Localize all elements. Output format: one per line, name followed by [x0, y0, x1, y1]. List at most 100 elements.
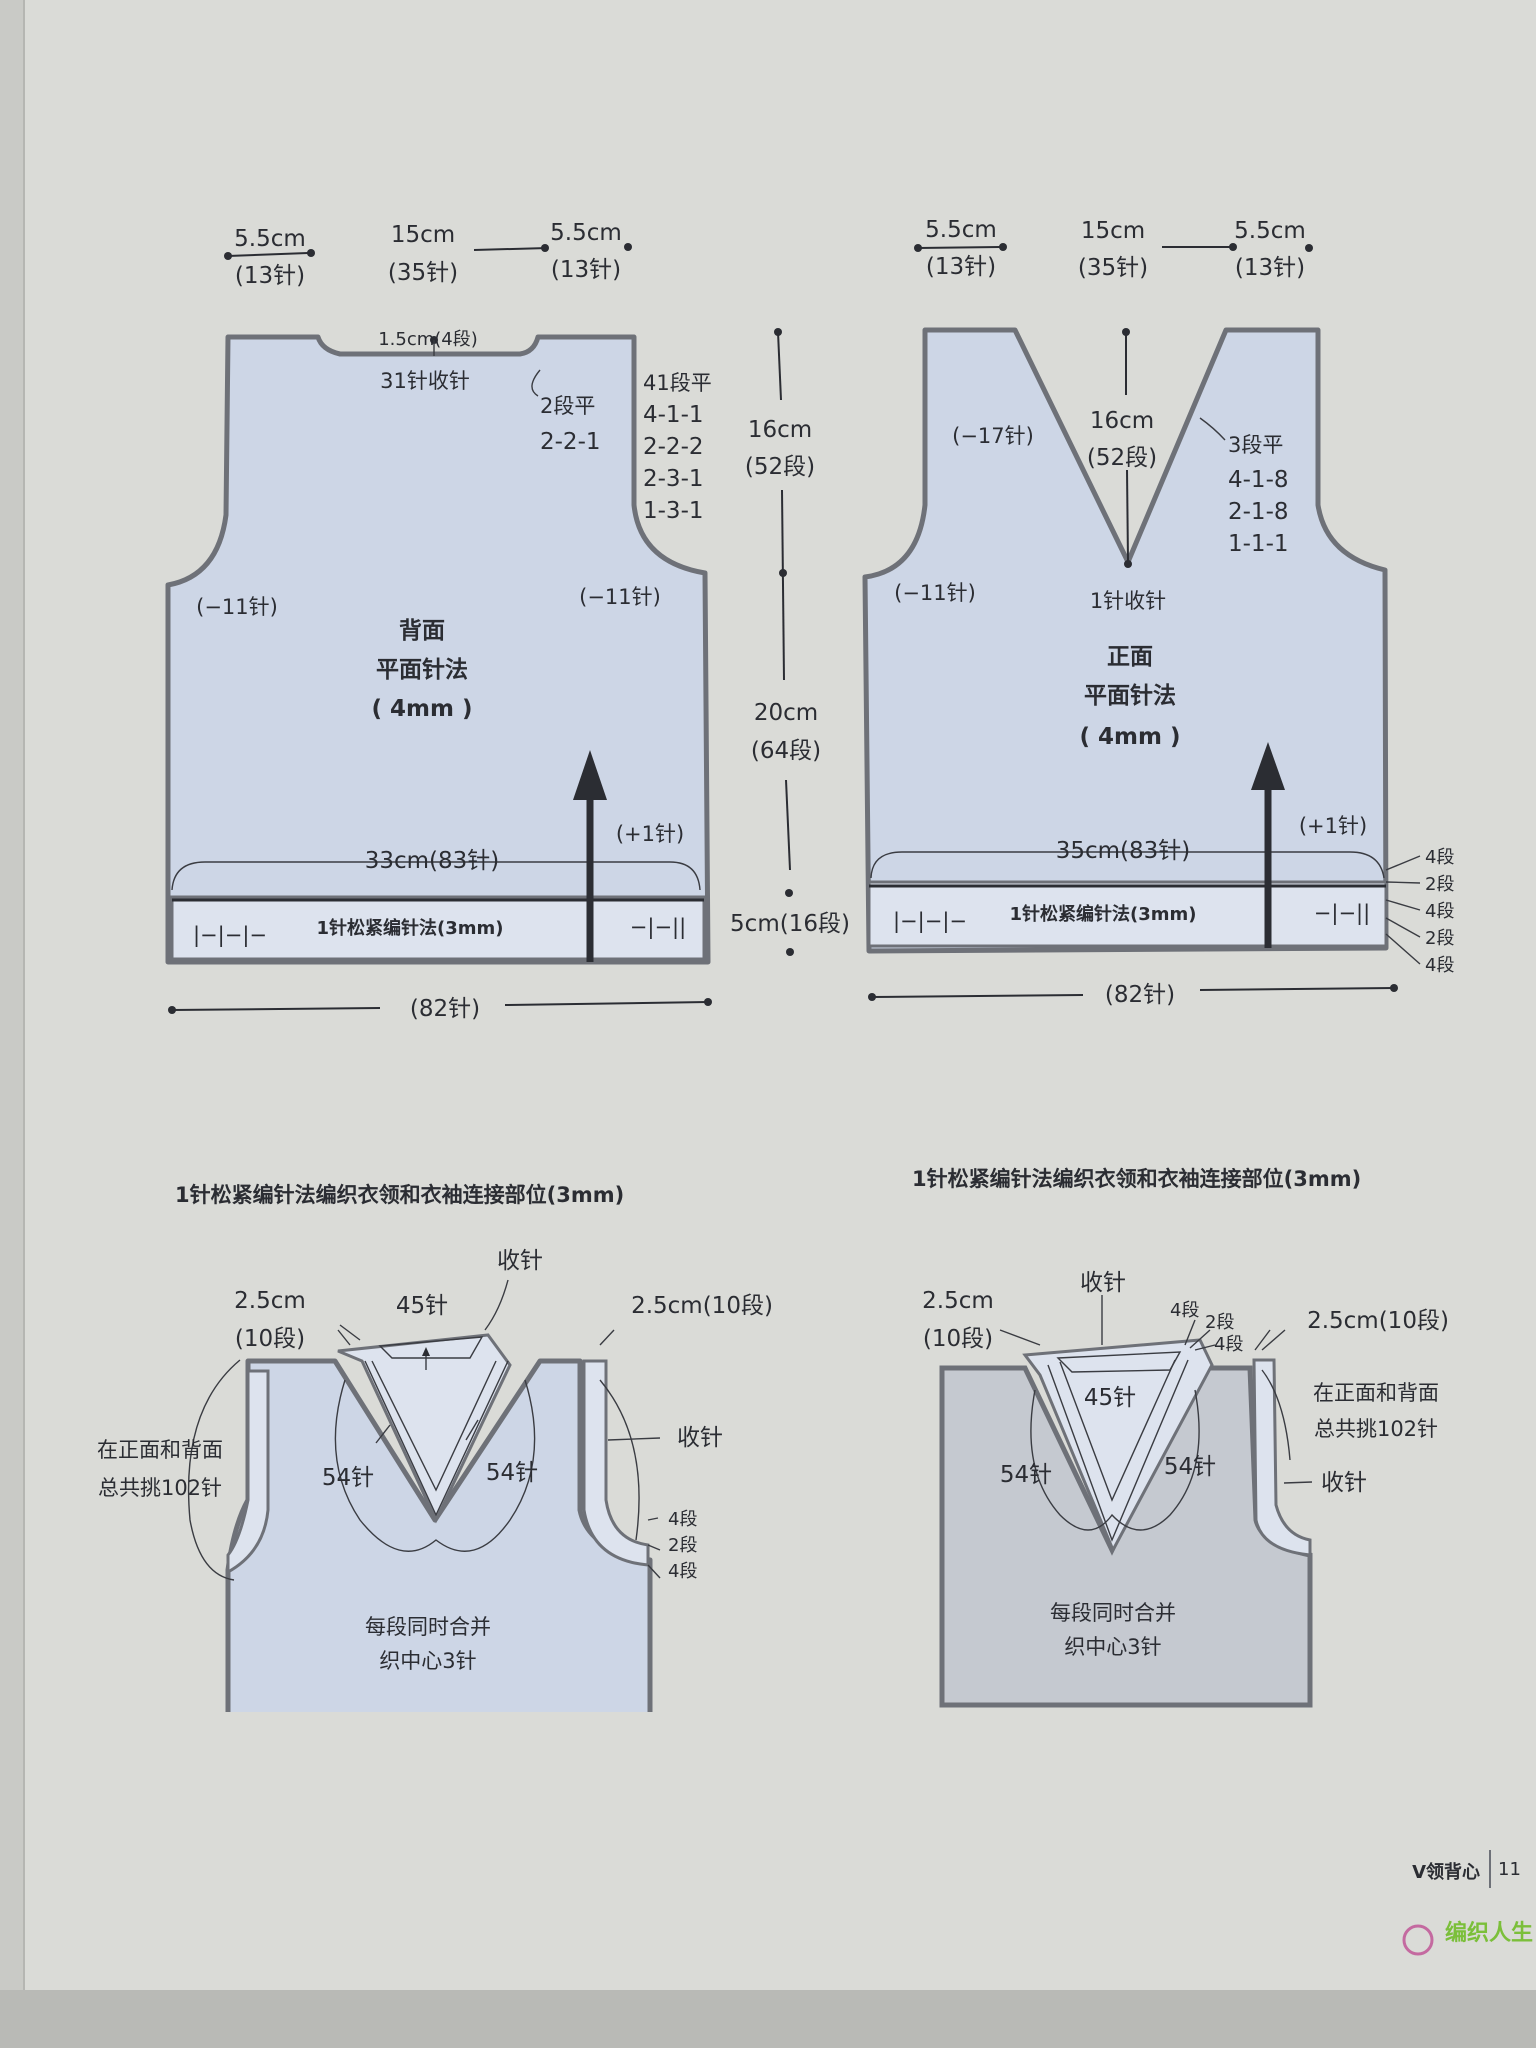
back-left-decrease: (−11针) [196, 595, 278, 619]
front-v-shaping-4: 1-1-1 [1228, 531, 1289, 557]
back-armhole-2: 4-1-1 [643, 402, 704, 428]
detail-left-band-rows-3: 4段 [668, 1561, 697, 1582]
side-measurements: 16cm (52段) 20cm (64段) 5cm(16段) [730, 328, 850, 956]
back-dim-2-cm: 15cm [391, 222, 455, 248]
front-increase: (+1针) [1299, 814, 1367, 838]
front-rib-rows-4: 2段 [1425, 928, 1454, 949]
detail-right: 1针松紧编针法编织衣领和衣袖连接部位(3mm) 收针 2.5cm (10段) 4… [912, 1167, 1449, 1708]
front-title: 正面 [1107, 644, 1153, 670]
front-width: 35cm(83针) [1056, 838, 1191, 864]
front-bottom-count: (82针) [1105, 982, 1175, 1008]
back-neck-decrease: 31针收针 [380, 369, 470, 393]
front-rib-band [867, 880, 1388, 948]
footer-page-number: 11 [1498, 1859, 1521, 1880]
back-rib-left: |−|−|− [193, 923, 267, 948]
front-rib-label: 1针松紧编针法(3mm) [1009, 903, 1196, 925]
detail-left-heading: 1针松紧编针法编织衣领和衣袖连接部位(3mm) [175, 1183, 624, 1207]
front-v-center: 1针收针 [1090, 589, 1166, 613]
front-dim-3-cm: 5.5cm [1234, 218, 1306, 244]
back-dim-1-cm: 5.5cm [234, 226, 306, 252]
detail-left-bind-off-top: 收针 [497, 1248, 543, 1274]
detail-right-shoulder-rows: (10段) [923, 1326, 993, 1352]
back-piece: 5.5cm (13针) 15cm (35针) 5.5cm (13针) 1.5cm… [165, 220, 712, 1022]
front-dim-2-st: (35针) [1078, 255, 1148, 281]
detail-right-neck-rows-2: 2段 [1205, 1312, 1234, 1333]
detail-left-neck-count: 45针 [396, 1293, 448, 1319]
detail-left-armhole-bind-off: 收针 [677, 1425, 723, 1451]
back-dim-2-st: (35针) [388, 260, 458, 286]
detail-left-band-rows-1: 4段 [668, 1509, 697, 1530]
front-v-depth-cm: 16cm [1090, 408, 1154, 434]
front-dim-2-cm: 15cm [1081, 218, 1145, 244]
detail-right-right-band: 2.5cm(10段) [1307, 1308, 1449, 1334]
detail-right-neck-rows-3: 4段 [1214, 1334, 1243, 1355]
front-top-dimensions: 5.5cm (13针) 15cm (35针) 5.5cm (13针) [914, 217, 1313, 281]
detail-left-center-note-2: 织中心3针 [379, 1649, 476, 1673]
detail-left-right-band: 2.5cm(10段) [631, 1293, 773, 1319]
front-stitch: 平面针法 [1084, 683, 1176, 709]
detail-left: 1针松紧编针法编织衣领和衣袖连接部位(3mm) 收针 2.5cm (10段) 4… [97, 1183, 773, 1712]
back-shoulder-shaping-2: 2-2-1 [540, 429, 601, 455]
back-rib-right: −|−|| [630, 915, 686, 940]
detail-right-bind-off-top: 收针 [1080, 1270, 1126, 1296]
front-left-decrease: (−11针) [894, 581, 976, 605]
back-dim-3-cm: 5.5cm [550, 220, 622, 246]
detail-left-shoulder-rows: (10段) [235, 1326, 305, 1352]
back-top-dimensions: 5.5cm (13针) 15cm (35针) 5.5cm (13针) [224, 220, 632, 289]
detail-left-center-note-1: 每段同时合并 [365, 1615, 491, 1639]
detail-left-shoulder-cm: 2.5cm [234, 1288, 306, 1314]
back-needle: ( 4mm ) [372, 696, 473, 722]
watermark-logo-icon [1402, 1924, 1434, 1956]
back-title: 背面 [399, 618, 445, 644]
front-rib-left: |−|−|− [893, 909, 967, 934]
back-rib-label: 1针松紧编针法(3mm) [316, 917, 503, 939]
back-increase: (+1针) [616, 822, 684, 846]
back-armhole-5: 1-3-1 [643, 498, 704, 524]
back-body-outline [165, 334, 711, 965]
detail-right-pickup-2: 总共挑102针 [1314, 1417, 1438, 1441]
back-dim-1-st: (13针) [235, 263, 305, 289]
front-dim-3-st: (13针) [1235, 255, 1305, 281]
detail-left-v-right: 54针 [486, 1460, 538, 1486]
back-right-decrease: (−11针) [579, 585, 661, 609]
back-bottom-count: (82针) [410, 996, 480, 1022]
detail-right-heading: 1针松紧编针法编织衣领和衣袖连接部位(3mm) [912, 1167, 1361, 1191]
front-v-depth-rows: (52段) [1087, 445, 1157, 471]
detail-right-v-right: 54针 [1164, 1454, 1216, 1480]
watermark-text: 编织人生 [1445, 1920, 1533, 1946]
back-width: 33cm(83针) [365, 848, 500, 874]
back-rib-band [170, 895, 706, 961]
back-armhole-3: 2-2-2 [643, 434, 704, 460]
back-armhole-1: 41段平 [643, 371, 712, 395]
front-v-shaping-2: 4-1-8 [1228, 467, 1289, 493]
detail-right-v-left: 54针 [1000, 1462, 1052, 1488]
front-needle: ( 4mm ) [1080, 724, 1181, 750]
side-lower-cm: 20cm [754, 700, 818, 726]
back-stitch: 平面针法 [376, 657, 468, 683]
front-piece: 5.5cm (13针) 15cm (35针) 5.5cm (13针) 16cm … [862, 217, 1454, 1008]
side-upper-cm: 16cm [748, 417, 812, 443]
back-dim-3-st: (13针) [551, 257, 621, 283]
detail-right-center-note-2: 织中心3针 [1064, 1635, 1161, 1659]
back-neck-depth: 1.5cm(4段) [378, 329, 478, 350]
footer: V领背心 11 编织人生 [1402, 1850, 1533, 1956]
back-shoulder-shaping-1: 2段平 [540, 394, 595, 418]
side-lower-rows: (64段) [751, 738, 821, 764]
front-rib-rows-5: 4段 [1425, 955, 1454, 976]
detail-right-armhole-bind-off: 收针 [1321, 1470, 1367, 1496]
front-dim-1-cm: 5.5cm [925, 217, 997, 243]
detail-left-v-left: 54针 [322, 1465, 374, 1491]
front-v-shaping-1: 3段平 [1228, 433, 1283, 457]
front-dim-1-st: (13针) [926, 254, 996, 280]
detail-right-shoulder-cm: 2.5cm [922, 1288, 994, 1314]
detail-left-pickup-1: 在正面和背面 [97, 1438, 223, 1462]
detail-right-pickup-1: 在正面和背面 [1313, 1381, 1439, 1405]
front-rib-right: −|−|| [1314, 901, 1370, 926]
front-rib-row-counts: 4段 2段 4段 2段 4段 [1385, 847, 1454, 976]
side-rib: 5cm(16段) [730, 911, 850, 937]
detail-right-center-note-1: 每段同时合并 [1050, 1601, 1176, 1625]
front-rib-rows-1: 4段 [1425, 847, 1454, 868]
detail-left-band-rows-2: 2段 [668, 1535, 697, 1556]
front-body-outline [862, 327, 1389, 954]
